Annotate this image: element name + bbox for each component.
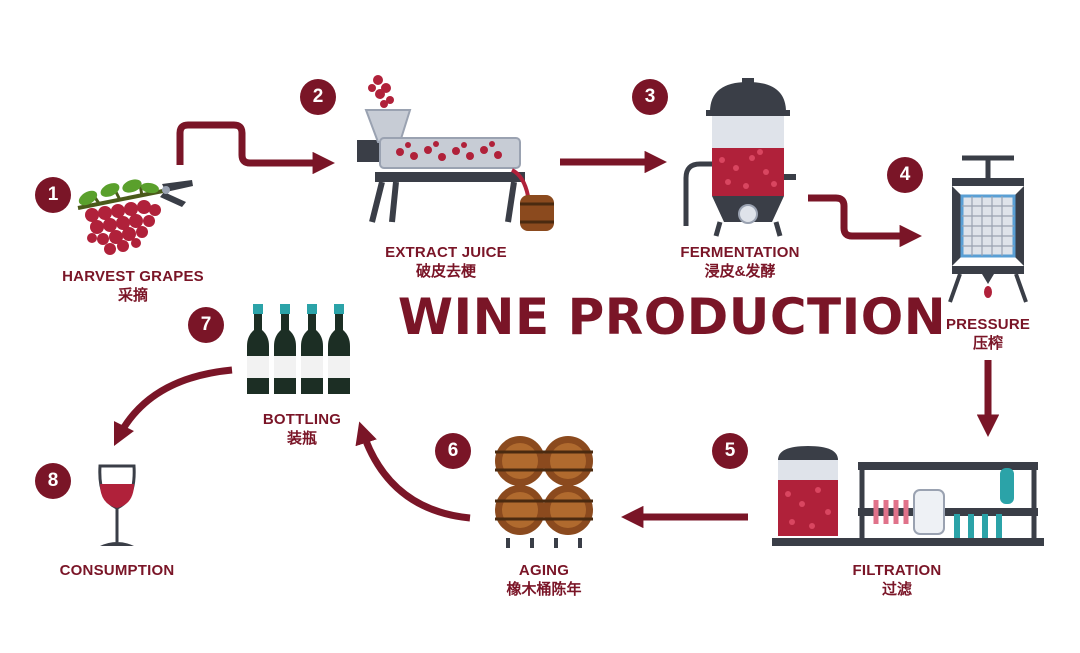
step-title-4: PRESSURE bbox=[945, 316, 1031, 333]
step-badge-4: 4 bbox=[887, 157, 923, 193]
filtration-machine-icon bbox=[772, 446, 1044, 546]
bottle bbox=[328, 304, 350, 394]
crusher-icon bbox=[357, 75, 554, 231]
arrow-7-to-8 bbox=[113, 366, 233, 447]
step-badge-7: 7 bbox=[188, 307, 224, 343]
step-label-2: EXTRACT JUICE 破皮去梗 bbox=[385, 244, 507, 282]
step-title-2: EXTRACT JUICE bbox=[385, 244, 507, 261]
step-badge-5: 5 bbox=[712, 433, 748, 469]
bottle bbox=[247, 304, 269, 394]
step-subtitle-3: 浸皮&发酵 bbox=[704, 262, 776, 280]
step-label-1: HARVEST GRAPES 采摘 bbox=[62, 268, 204, 306]
step-badge-3: 3 bbox=[632, 79, 668, 115]
step-subtitle-4: 压榨 bbox=[972, 334, 1003, 352]
fermentation-tank-icon bbox=[683, 78, 796, 237]
arrow-6-to-7 bbox=[355, 421, 471, 522]
step-title-6: AGING bbox=[518, 562, 570, 579]
step-label-6: AGING 橡木桶陈年 bbox=[506, 562, 581, 600]
step-subtitle-2: 破皮去梗 bbox=[415, 262, 476, 280]
step-badge-1: 1 bbox=[35, 177, 71, 213]
step-title-8: CONSUMPTION bbox=[59, 562, 175, 579]
step-badge-6: 6 bbox=[435, 433, 471, 469]
step-label-5: FILTRATION 过滤 bbox=[853, 562, 942, 600]
diagram-title: WINE PRODUCTION bbox=[397, 288, 947, 346]
bottle bbox=[274, 304, 296, 394]
wine-press-icon bbox=[948, 155, 1028, 303]
wine-glass-icon bbox=[98, 464, 136, 546]
step-title-1: HARVEST GRAPES bbox=[62, 268, 204, 285]
step-badge-2: 2 bbox=[300, 79, 336, 115]
flow-arrows bbox=[113, 121, 1000, 529]
bottle bbox=[301, 304, 323, 394]
step-label-7: BOTTLING 装瓶 bbox=[263, 411, 341, 449]
step-label-8: CONSUMPTION bbox=[60, 562, 175, 581]
step-subtitle-1: 采摘 bbox=[117, 286, 148, 304]
step-title-3: FERMENTATION bbox=[680, 244, 800, 261]
step-title-5: FILTRATION bbox=[852, 562, 942, 579]
barrels-icon bbox=[495, 436, 593, 548]
step-label-3: FERMENTATION 浸皮&发酵 bbox=[680, 244, 799, 282]
arrow-3-to-4 bbox=[808, 194, 922, 248]
bottles-icon bbox=[247, 304, 350, 394]
step-subtitle-5: 过滤 bbox=[881, 580, 912, 598]
step-badge-8: 8 bbox=[35, 463, 71, 499]
grapes-icon bbox=[77, 179, 193, 255]
step-title-7: BOTTLING bbox=[262, 411, 342, 428]
arrow-1-to-2 bbox=[176, 121, 335, 175]
step-subtitle-7: 装瓶 bbox=[286, 429, 318, 447]
step-subtitle-6: 橡木桶陈年 bbox=[506, 580, 582, 598]
step-label-4: PRESSURE 压榨 bbox=[946, 316, 1030, 354]
